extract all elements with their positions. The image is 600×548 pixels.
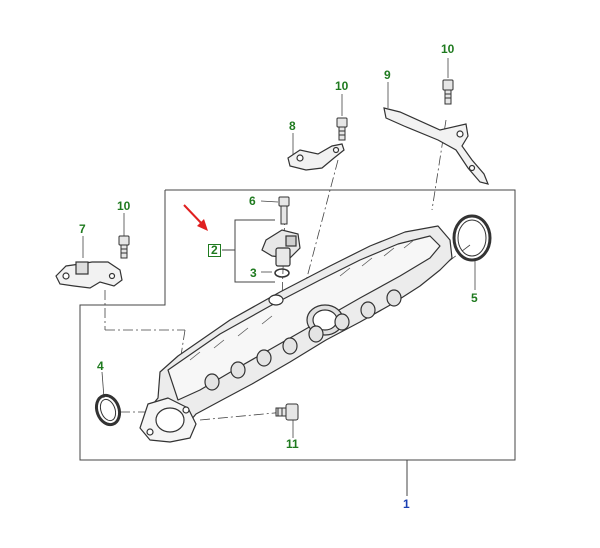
intake-manifold — [139, 225, 453, 443]
callout-part-1[interactable]: 1 — [403, 497, 410, 511]
callout-part-10-top-right[interactable]: 10 — [441, 42, 455, 56]
sensor-part-2 — [261, 229, 301, 267]
bolt-part-10-left — [118, 235, 130, 259]
o-ring-part-3 — [274, 268, 290, 278]
bracket-part-8 — [287, 143, 345, 171]
callout-part-2[interactable]: 2 — [208, 244, 221, 257]
callout-part-9[interactable]: 9 — [384, 68, 391, 82]
bolt-part-10-top-right — [442, 79, 454, 105]
callout-part-10-left[interactable]: 10 — [117, 199, 131, 213]
callout-part-11[interactable]: 11 — [286, 437, 299, 451]
bolt-part-6 — [278, 196, 290, 225]
callout-part-7[interactable]: 7 — [79, 222, 86, 236]
gasket-part-5 — [452, 214, 492, 262]
subassembly-bracket — [234, 219, 275, 283]
callout-part-4[interactable]: 4 — [97, 359, 104, 373]
gasket-part-4 — [94, 393, 122, 427]
bracket-part-7 — [55, 261, 123, 289]
callout-part-6[interactable]: 6 — [249, 194, 256, 208]
highlight-arrow — [183, 204, 208, 231]
leader-lines — [82, 58, 476, 438]
callout-part-8[interactable]: 8 — [289, 119, 296, 133]
bolt-part-10-top-middle — [336, 117, 348, 141]
callout-part-5[interactable]: 5 — [471, 291, 478, 305]
assembly-frame — [79, 189, 516, 461]
callout-part-10-top-middle[interactable]: 10 — [335, 79, 349, 93]
bolt-part-11 — [275, 403, 299, 421]
bracket-part-9 — [383, 107, 489, 185]
callout-part-3[interactable]: 3 — [250, 266, 257, 280]
